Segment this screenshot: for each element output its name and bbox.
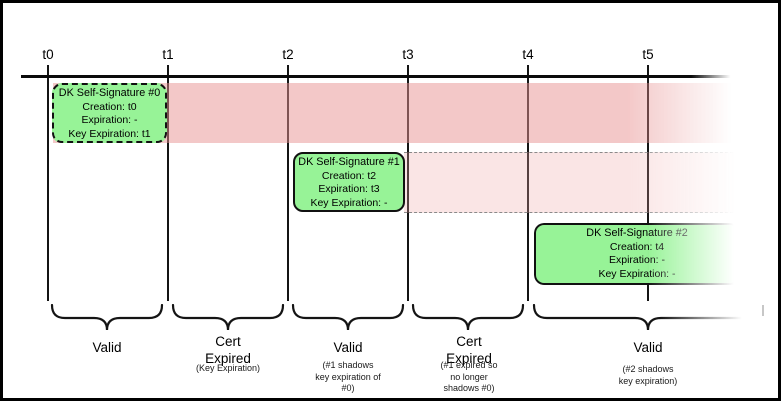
signature-0-expiration: Expiration: - <box>81 114 138 126</box>
period-5-note: (#2 shadows key expiration) <box>618 364 678 386</box>
signature-0-title: DK Self-Signature #0 <box>58 87 161 99</box>
period-4-note: (#1 expired so no longer shadows #0) <box>440 360 498 393</box>
signature-box-0: DK Self-Signature #0 Creation: t0 Expira… <box>52 83 167 143</box>
signature-0-key-expiration: Key Expiration: t1 <box>68 127 151 140</box>
timeline-axis <box>21 75 734 78</box>
brace-period-5-faded-end <box>762 305 764 316</box>
period-5-label: Valid <box>633 340 663 355</box>
period-1-label: Valid <box>92 340 122 355</box>
signature-1-key-expiration: Key Expiration: - <box>310 196 388 209</box>
tick-label-t4: t4 <box>522 47 534 62</box>
signature-2-expiration: Expiration: - <box>608 254 666 266</box>
validity-band-signature0 <box>53 83 738 143</box>
tick-label-t1: t1 <box>162 47 174 62</box>
period-3-label: Valid <box>333 340 363 355</box>
signature-0-creation: Creation: t0 <box>82 100 137 113</box>
brace-period-3 <box>291 304 405 331</box>
signature-box-2: DK Self-Signature #2 Creation: t4 Expira… <box>534 223 740 285</box>
tick-line-t2 <box>287 65 289 301</box>
tick-line-t3 <box>407 65 409 301</box>
brace-period-2 <box>171 304 285 331</box>
tick-label-t0: t0 <box>42 47 54 62</box>
tick-line-t1 <box>167 65 169 301</box>
period-2-label: Cert Expired <box>205 334 251 366</box>
tick-label-t2: t2 <box>282 47 294 62</box>
tick-label-t3: t3 <box>402 47 414 62</box>
signature-2-creation: Creation: t4 <box>609 240 665 253</box>
validity-band-signature1 <box>404 152 738 213</box>
signature-2-key-expiration: Key Expiration: - <box>598 267 676 280</box>
tick-label-t5: t5 <box>642 47 654 62</box>
signature-2-title: DK Self-Signature #2 <box>586 227 688 239</box>
tick-line-t5 <box>647 65 649 301</box>
period-4-label: Cert Expired <box>446 334 492 366</box>
signature-box-1: DK Self-Signature #1 Creation: t2 Expira… <box>293 152 405 212</box>
tick-line-t4 <box>527 65 529 301</box>
tick-line-t0 <box>47 65 49 301</box>
signature-1-expiration: Expiration: t3 <box>318 183 380 195</box>
signature-1-creation: Creation: t2 <box>321 169 377 182</box>
period-2-note: (Key Expiration) <box>195 363 261 373</box>
brace-period-5 <box>532 304 765 331</box>
brace-period-4 <box>411 304 525 331</box>
brace-period-1 <box>50 304 164 331</box>
period-3-note: (#1 shadows key expiration of #0) <box>315 360 381 393</box>
signature-1-title: DK Self-Signature #1 <box>298 156 400 168</box>
